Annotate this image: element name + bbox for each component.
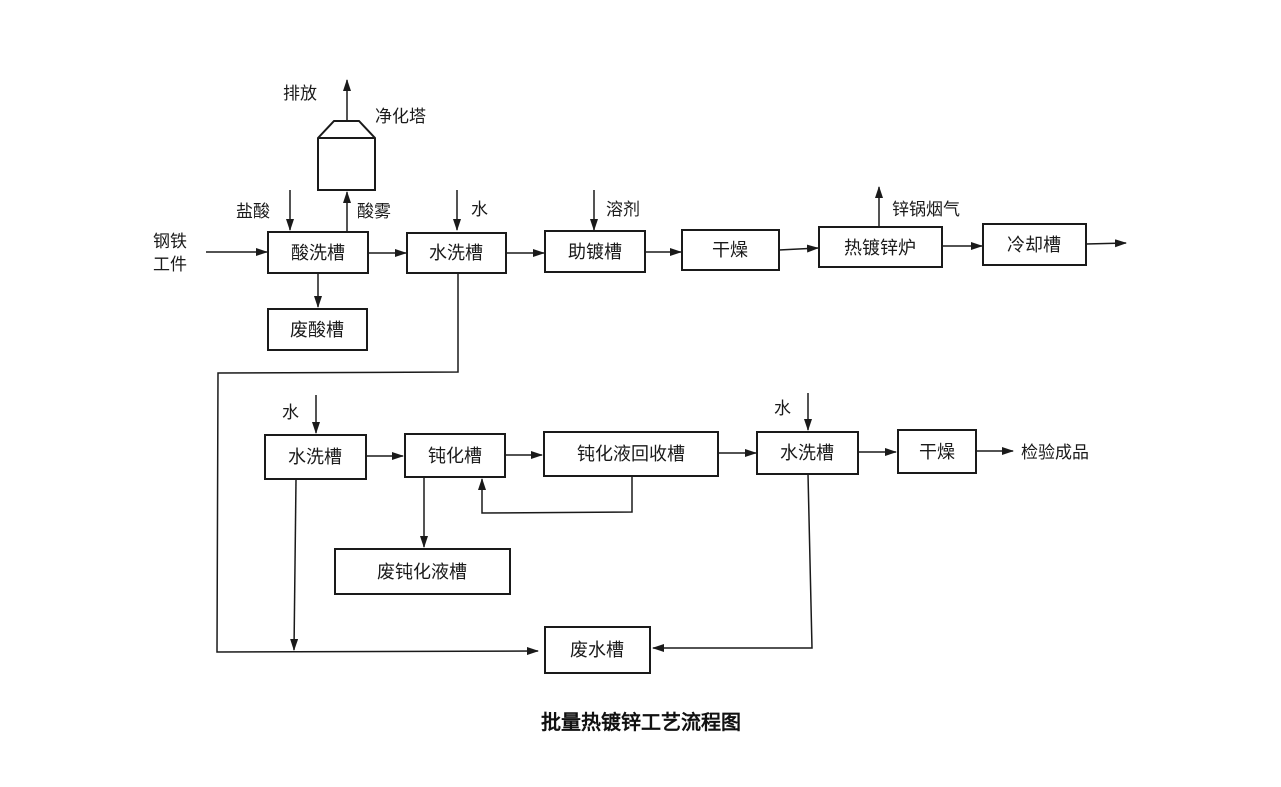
box-dryer-2-label: 干燥 <box>919 442 955 463</box>
box-dryer-2: 干燥 <box>897 429 977 474</box>
box-passivation-recovery: 钝化液回收槽 <box>543 431 719 477</box>
box-waste-acid-label: 废酸槽 <box>290 320 344 341</box>
box-passivation-recovery-label: 钝化液回收槽 <box>577 444 685 465</box>
label-water-3: 水 <box>774 399 791 419</box>
box-galvanizing-furnace-label: 热镀锌炉 <box>844 238 916 259</box>
arrow-water-wash3-to-waste-water <box>652 473 813 652</box>
box-water-wash-2-label: 水洗槽 <box>288 447 342 468</box>
label-discharge: 排放 <box>283 84 317 104</box>
line-water-wash-to-waste-water <box>216 273 539 656</box>
box-waste-acid: 废酸槽 <box>267 308 368 351</box>
box-flux-tank: 助镀槽 <box>544 230 646 273</box>
box-waste-water: 废水槽 <box>544 626 651 674</box>
box-cooling-tank: 冷却槽 <box>982 223 1087 266</box>
box-cooling-tank-label: 冷却槽 <box>1007 235 1061 256</box>
box-waste-passivation: 废钝化液槽 <box>334 548 511 595</box>
label-acid-mist: 酸雾 <box>357 202 391 222</box>
purification-tower-label: 净化塔 <box>375 107 426 127</box>
arrow-water-wash2-to-waste-water <box>290 479 299 651</box>
box-water-wash-1: 水洗槽 <box>406 232 507 274</box>
box-flux-tank-label: 助镀槽 <box>568 242 622 263</box>
label-steel-input-1: 钢铁 <box>153 232 187 252</box>
diagram-title: 批量热镀锌工艺流程图 <box>541 710 741 734</box>
box-galvanizing-furnace: 热镀锌炉 <box>818 226 943 268</box>
connectors <box>206 79 1127 656</box>
box-water-wash-3: 水洗槽 <box>756 431 859 475</box>
box-water-wash-2: 水洗槽 <box>264 434 367 480</box>
box-water-wash-3-label: 水洗槽 <box>780 443 834 464</box>
box-waste-passivation-label: 废钝化液槽 <box>377 562 467 583</box>
arrow-dryer-to-furnace <box>778 244 819 253</box>
box-passivation: 钝化槽 <box>404 433 506 478</box>
label-hydrochloric-acid: 盐酸 <box>236 202 270 222</box>
label-water-2: 水 <box>282 403 299 423</box>
label-steel-input-2: 工件 <box>153 255 187 275</box>
box-water-wash-1-label: 水洗槽 <box>429 243 483 264</box>
box-dryer-1: 干燥 <box>681 229 780 271</box>
box-dryer-1-label: 干燥 <box>712 240 748 261</box>
label-zinc-pot-fumes: 锌锅烟气 <box>892 200 960 220</box>
label-inspect-product: 检验成品 <box>1021 443 1089 463</box>
label-flux: 溶剂 <box>606 200 640 220</box>
purification-tower: 净化塔 <box>317 107 426 191</box>
arrow-cooling-out <box>1085 239 1127 248</box>
box-waste-water-label: 废水槽 <box>570 640 624 661</box>
box-acid-wash-label: 酸洗槽 <box>291 243 345 264</box>
label-water-1: 水 <box>471 200 488 220</box>
box-passivation-label: 钝化槽 <box>428 446 482 467</box>
tower-shape <box>317 120 376 191</box>
arrow-recovery-return <box>478 477 633 514</box>
box-acid-wash: 酸洗槽 <box>267 231 369 274</box>
